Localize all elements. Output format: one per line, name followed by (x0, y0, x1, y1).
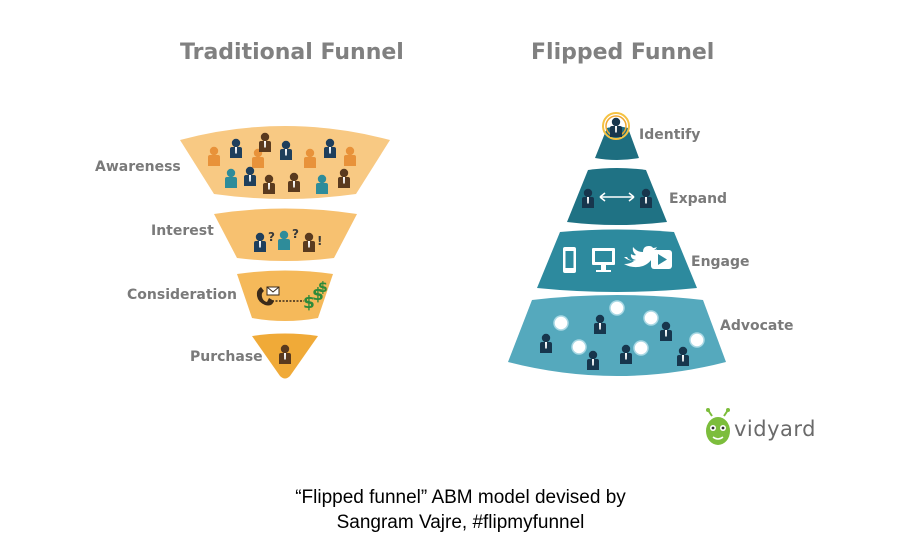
interest-people-icon: ? ? ! (254, 227, 322, 252)
caption-line-2: Sangram Vajre, #flipmyfunnel (336, 512, 585, 533)
monitor-icon (592, 248, 615, 272)
flipped-funnel-title: Flipped Funnel (531, 40, 715, 65)
stage-label-awareness: Awareness (95, 159, 181, 175)
svg-text:?: ? (268, 230, 275, 244)
identify-target-icon (602, 112, 630, 140)
stage-label-consideration: Consideration (127, 287, 237, 303)
engage-tier (537, 229, 697, 292)
play-icon (651, 250, 672, 269)
svg-text:$: $ (303, 293, 315, 313)
stage-label-engage: Engage (691, 254, 750, 270)
advocate-tier (508, 295, 726, 376)
svg-text:?: ? (292, 227, 299, 241)
caption-line-1: “Flipped funnel” ABM model devised by (295, 487, 626, 508)
expand-people-icon (582, 188, 652, 208)
vidyard-logo-icon (706, 408, 730, 445)
stage-label-expand: Expand (669, 191, 728, 207)
stage-label-interest: Interest (151, 223, 214, 239)
svg-text:!: ! (317, 234, 322, 248)
twitter-icon (624, 246, 657, 268)
vidyard-logo-text: vidyard (734, 417, 816, 441)
engage-channels-icon (563, 246, 672, 273)
stage-label-purchase: Purchase (190, 349, 263, 365)
consideration-tier (237, 270, 333, 321)
svg-text:$: $ (312, 285, 324, 305)
stage-label-advocate: Advocate (720, 318, 794, 334)
stage-label-identify: Identify (639, 127, 701, 143)
consideration-icon: $ $ $ (256, 280, 328, 313)
traditional-funnel: ? ? ! $ $ $ (180, 126, 390, 379)
flipped-funnel (508, 112, 726, 376)
svg-text:$: $ (318, 280, 328, 296)
traditional-funnel-title: Traditional Funnel (180, 40, 404, 65)
